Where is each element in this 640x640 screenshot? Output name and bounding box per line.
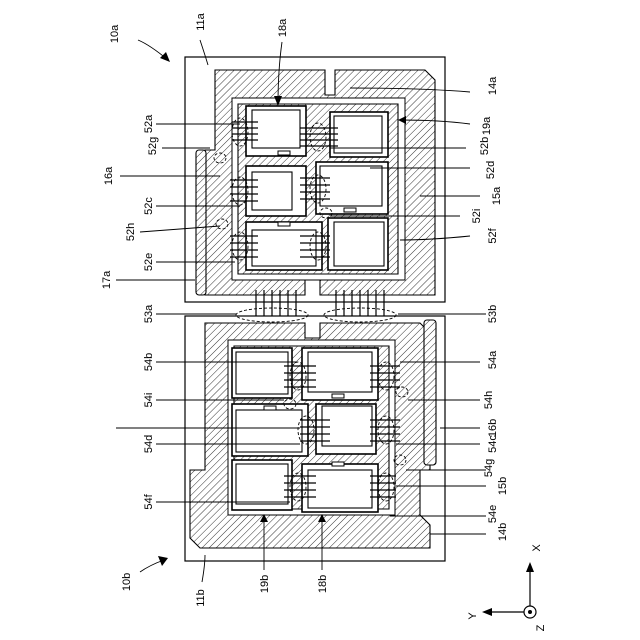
label-54g: 54g xyxy=(483,459,495,477)
axis-indicator: X Y Z xyxy=(467,544,547,632)
label-52h: 52h xyxy=(125,223,137,241)
label-11b: 11b xyxy=(195,589,207,607)
chip-18b-inner xyxy=(308,470,372,508)
ref-arrowhead-10b xyxy=(158,556,168,566)
label-15b: 15b xyxy=(497,477,509,495)
label-19a: 19a xyxy=(481,116,493,135)
label-14b: 14b xyxy=(497,523,509,541)
label-16b: 16b xyxy=(487,419,499,437)
axis-y-label: Y xyxy=(467,612,479,620)
ref-arrowhead-10a xyxy=(160,52,170,62)
chip-mid-right-b-inner xyxy=(322,406,372,446)
chip-19a-inner xyxy=(334,116,382,153)
chip-pad xyxy=(278,222,290,226)
axis-x-label: X xyxy=(531,544,543,552)
label-10b: 10b xyxy=(121,573,133,591)
chip-18a-inner xyxy=(252,110,300,148)
label-54e: 54e xyxy=(487,505,499,523)
chip-pad xyxy=(344,208,356,212)
x-arrow-icon xyxy=(526,562,534,572)
chip-19b-inner xyxy=(236,464,288,504)
label-54b: 54b xyxy=(143,353,155,371)
chip-top-left-b-inner xyxy=(236,352,288,394)
label-54h: 54h xyxy=(483,391,495,409)
chip-mid-left-b-inner xyxy=(236,410,302,452)
label-52a: 52a xyxy=(143,114,155,133)
y-arrow-icon xyxy=(482,608,492,616)
axis-z-label: Z xyxy=(535,624,547,631)
chip-mid-right-a-inner xyxy=(320,166,382,206)
chip-pad xyxy=(264,406,276,410)
bar-16b xyxy=(424,320,436,465)
label-52e: 52e xyxy=(143,253,155,271)
chip-pad xyxy=(278,151,290,155)
label-52f: 52f xyxy=(487,227,499,243)
label-16a: 16a xyxy=(103,166,115,185)
label-52c: 52c xyxy=(143,197,155,215)
label-53a: 53a xyxy=(143,304,155,323)
label-54i: 54i xyxy=(143,393,155,408)
label-18a: 18a xyxy=(277,18,289,37)
label-52g: 52g xyxy=(147,137,159,155)
label-54d: 54d xyxy=(143,435,155,453)
chip-mid-left-a-inner xyxy=(252,172,292,210)
label-18b: 18b xyxy=(317,575,329,593)
label-14a: 14a xyxy=(487,76,499,95)
bar-17a xyxy=(196,150,206,295)
chip-top-right-b-inner xyxy=(308,352,372,392)
label-54c: 54c xyxy=(487,435,499,453)
label-52d: 52d xyxy=(485,161,497,179)
label-52b: 52b xyxy=(479,137,491,155)
label-52i: 52i xyxy=(471,209,483,224)
label-10a: 10a xyxy=(109,24,121,43)
chip-pad xyxy=(332,394,344,398)
label-17a: 17a xyxy=(101,270,113,289)
label-15a: 15a xyxy=(491,186,503,205)
chip-pad xyxy=(332,462,344,466)
label-19b: 19b xyxy=(259,575,271,593)
label-54f: 54f xyxy=(143,493,155,509)
chip-bot-right-a-inner xyxy=(334,222,384,266)
label-11a: 11a xyxy=(195,12,207,30)
label-54a: 54a xyxy=(487,350,499,369)
label-53b: 53b xyxy=(487,305,499,323)
